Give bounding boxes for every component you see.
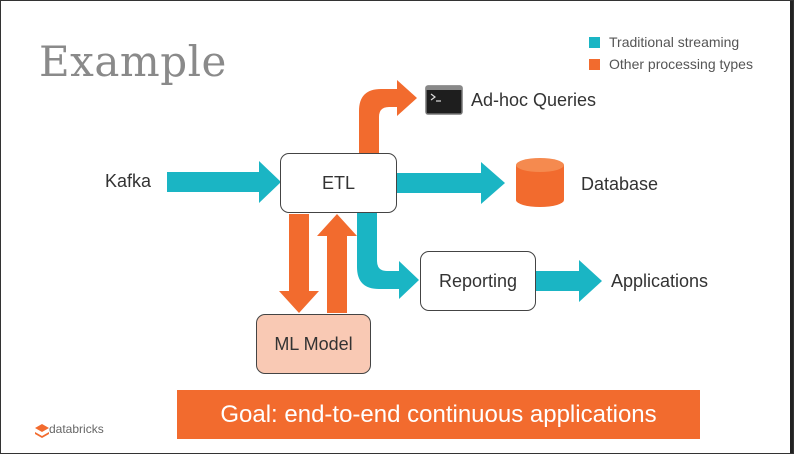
- kafka-label: Kafka: [105, 171, 152, 191]
- terminal-icon: [425, 85, 463, 115]
- reporting-box: Reporting: [420, 251, 536, 311]
- legend-item-traditional-streaming: Traditional streaming: [589, 31, 753, 53]
- databricks-logo: databricks: [29, 422, 104, 436]
- arrow-etl-to-reporting: [357, 213, 419, 299]
- arrow-etl-to-ml-model: [279, 214, 319, 313]
- applications-label: Applications: [611, 271, 709, 291]
- arrow-etl-to-adhoc: [359, 80, 417, 153]
- databricks-logo-icon: [35, 424, 49, 438]
- slide-title: Example: [39, 37, 227, 86]
- arrow-ml-model-to-etl: [317, 214, 357, 313]
- arrow-kafka-to-etl: [167, 161, 281, 203]
- slide-edge: [790, 1, 793, 453]
- ml-model-box: ML Model: [256, 314, 371, 374]
- legend-label: Other processing types: [609, 56, 753, 72]
- arrow-etl-to-database: [396, 162, 505, 204]
- legend-item-other-processing: Other processing types: [589, 53, 753, 75]
- goal-banner: Goal: end-to-end continuous applications: [177, 390, 700, 439]
- database-label: Database: [581, 174, 659, 194]
- adhoc-queries-label: Ad-hoc Queries: [471, 90, 597, 110]
- legend-swatch-orange: [589, 58, 600, 70]
- arrow-reporting-to-applications: [536, 260, 602, 302]
- legend: Traditional streaming Other processing t…: [589, 31, 753, 75]
- database-cylinder-icon: [516, 158, 564, 207]
- legend-swatch-teal: [589, 36, 600, 48]
- logo-text: databricks: [49, 422, 104, 436]
- etl-box: ETL: [280, 153, 397, 213]
- legend-label: Traditional streaming: [609, 34, 740, 50]
